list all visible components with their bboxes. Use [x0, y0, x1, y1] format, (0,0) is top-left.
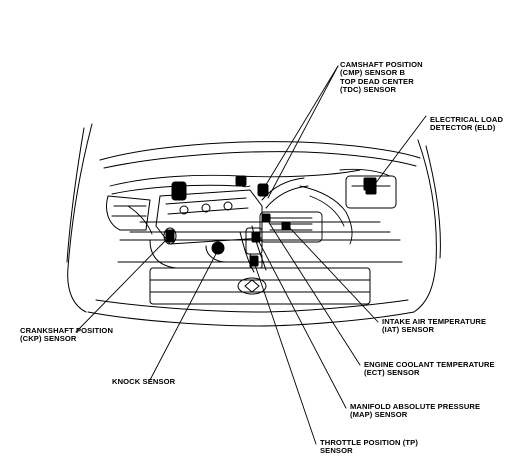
label-knock-sensor: KNOCK SENSOR	[112, 377, 176, 386]
leader-camshaft	[263, 65, 339, 189]
label-electrical-load-detector: ELECTRICAL LOAD DETECTOR (ELD)	[430, 115, 504, 133]
ckp-sensor-marker	[165, 229, 175, 243]
leader-lines	[75, 65, 427, 445]
leader-map	[255, 235, 347, 409]
iat-sensor-marker	[281, 221, 291, 231]
throttle-cable-marker	[235, 175, 247, 187]
leader-knock	[149, 249, 219, 381]
label-crankshaft-position-sensor: CRANKSHAFT POSITION (CKP) SENSOR	[20, 326, 114, 344]
leader-ect	[265, 217, 361, 366]
label-camshaft-position-sensor: CAMSHAFT POSITION (CMP) SENSOR B TOP DEA…	[340, 60, 423, 95]
vehicle-body-outline	[66, 123, 441, 313]
label-throttle-position-sensor: THROTTLE POSITION (TP) SENSOR	[320, 438, 418, 456]
label-intake-air-temperature-sensor: INTAKE AIR TEMPERATURE (IAT) SENSOR	[382, 317, 487, 335]
knock-sensor-marker	[211, 241, 225, 255]
front-bumper	[87, 239, 415, 327]
engine-hoses	[109, 168, 391, 245]
leader-ckp	[75, 237, 169, 333]
leader-tp	[253, 261, 317, 445]
cmp-tdc-sensor-marker	[257, 183, 269, 197]
leader-eld	[371, 115, 427, 189]
camshaft-pulley-marker	[171, 181, 187, 201]
engine-block	[149, 189, 263, 269]
leader-camshaft-2	[267, 65, 339, 199]
label-engine-coolant-temperature-sensor: ENGINE COOLANT TEMPERATURE (ECT) SENSOR	[364, 360, 495, 378]
sensor-markers	[165, 175, 377, 267]
air-cleaner	[106, 195, 151, 231]
label-manifold-absolute-pressure-sensor: MANIFOLD ABSOLUTE PRESSURE (MAP) SENSOR	[350, 402, 481, 420]
leader-iat	[287, 225, 379, 323]
eld-marker	[365, 183, 377, 195]
tp-sensor-marker	[249, 255, 259, 267]
